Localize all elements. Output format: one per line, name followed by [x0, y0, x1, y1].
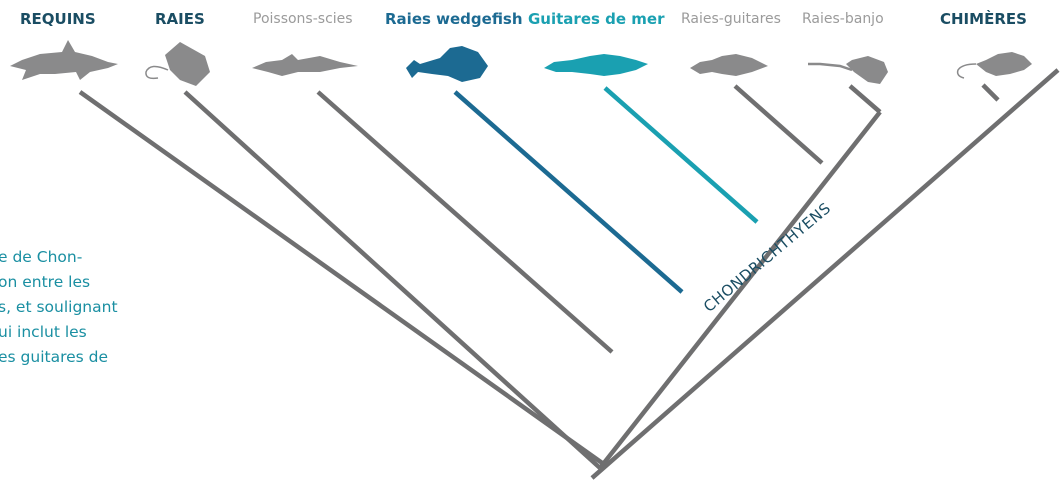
branch-batoid-stem	[598, 110, 882, 470]
wedgefish-icon	[406, 46, 488, 82]
caption-line-5: es guitares de	[0, 348, 109, 366]
ray-icon	[145, 42, 210, 86]
label-poissons-scies: Poissons-scies	[253, 11, 353, 27]
label-raies-wedgefish: Raies wedgefish	[385, 10, 523, 28]
banjo-ray-icon	[808, 56, 888, 84]
caption-line-3: s, et soulignant	[0, 298, 118, 316]
label-raies: RAIES	[155, 10, 205, 28]
branch-root-chimeres	[590, 68, 1060, 480]
branch-raies-banjo	[848, 84, 882, 114]
caption-line-2: on entre les	[0, 273, 91, 291]
branch-raies-guitares	[733, 84, 824, 165]
label-raies-guitares: Raies-guitares	[681, 11, 781, 27]
label-requins: REQUINS	[20, 10, 96, 28]
branch-requins	[78, 90, 607, 467]
guitarfish-icon	[544, 54, 648, 76]
branch-guitares-de-mer	[603, 86, 759, 224]
shark-icon	[10, 40, 118, 80]
branch-raies	[183, 90, 602, 470]
branch-poissons-scies	[316, 90, 614, 354]
branch-raies-wedgefish	[453, 90, 684, 294]
label-guitares-de-mer: Guitares de mer	[528, 10, 665, 28]
shovelnose-ray-icon	[690, 54, 768, 76]
caption-line-4: ui inclut les	[0, 323, 87, 341]
chimaera-icon	[956, 52, 1032, 79]
caption: e de Chon- on entre les s, et soulignant…	[0, 245, 208, 370]
sawfish-icon	[252, 54, 358, 76]
label-raies-banjo: Raies-banjo	[802, 11, 884, 27]
label-chimeres: CHIMÈRES	[940, 10, 1027, 28]
branch-chimeres-tip	[981, 83, 1000, 102]
caption-line-1: e de Chon-	[0, 248, 83, 266]
